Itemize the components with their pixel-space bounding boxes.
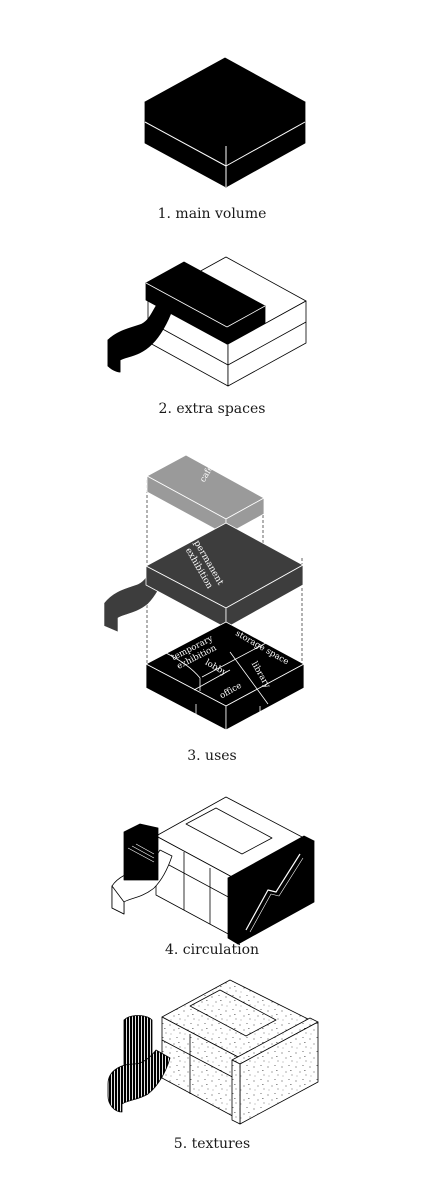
step-caption-3: 3. uses: [187, 748, 237, 764]
step-caption-5: 5. textures: [173, 1136, 251, 1152]
circulation-block: [111, 796, 315, 945]
main-volume-block: [144, 57, 306, 188]
textures-block: [107, 979, 319, 1125]
uses-block: [103, 454, 305, 731]
step-caption-4: 4. circulation: [164, 942, 260, 958]
step-caption-2: 2. extra spaces: [158, 401, 266, 417]
extra-spaces-block: [107, 256, 307, 387]
step-caption-1: 1. main volume: [157, 206, 267, 222]
